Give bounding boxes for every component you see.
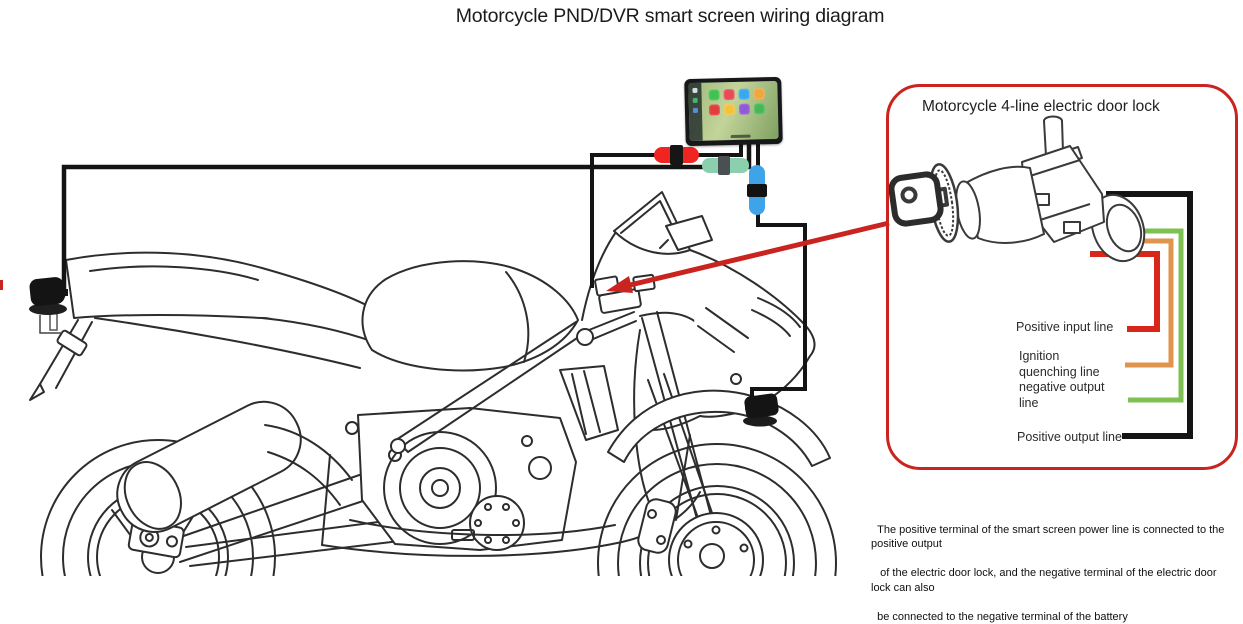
edge-mark: [0, 280, 3, 290]
front-camera: [743, 393, 779, 427]
tail-section: [29, 251, 413, 401]
smart-screen-display: [688, 80, 779, 142]
sidebar-icon: [692, 97, 698, 103]
connection-note: The positive terminal of the smart scree…: [871, 508, 1239, 624]
app-icon: [723, 88, 735, 101]
note-line: The positive terminal of the smart scree…: [871, 523, 1228, 551]
pointer-arrow: [606, 220, 890, 293]
app-icon-grid: [708, 88, 771, 116]
page-title: Motorcycle PND/DVR smart screen wiring d…: [455, 5, 885, 27]
app-icon: [753, 88, 765, 100]
note-line: be connected to the negative terminal of…: [877, 610, 1128, 623]
label-positive-output: Positive output line: [1017, 430, 1122, 444]
callout-title: Motorcycle 4-line electric door lock: [922, 98, 1160, 115]
sidebar-icon: [692, 87, 698, 93]
app-icon: [708, 104, 721, 116]
dvr-connector: [747, 165, 767, 215]
note-line: of the electric door lock, and the negat…: [871, 567, 1220, 594]
label-line: quenching line: [1019, 364, 1100, 379]
rear-camera-connector: [702, 156, 749, 175]
rear-camera-wire: [61, 143, 752, 295]
label-line: Ignition: [1019, 349, 1060, 363]
screen-sidebar: [688, 82, 703, 142]
diagram-canvas: [0, 115, 1193, 576]
motorcycle-illustration: [29, 191, 837, 576]
label-line: negative output: [1019, 380, 1105, 394]
smart-screen-device: [684, 76, 783, 147]
door-lock-callout: Motorcycle 4-line electric door lock: [886, 84, 1238, 470]
app-icon: [738, 88, 750, 100]
sidebar-icon: [692, 107, 699, 113]
app-icon: [708, 89, 720, 101]
windscreen: [613, 191, 713, 255]
front-wheel: [597, 443, 837, 576]
app-icon: [753, 103, 766, 115]
lock-wire-black: [1106, 191, 1193, 439]
app-icon: [738, 103, 751, 115]
wiring-diagram: Motorcycle PND/DVR smart screen wiring d…: [0, 5, 1238, 623]
label-ignition-quenching: Ignition quenching line negative output …: [1019, 349, 1139, 411]
fuel-tank: [361, 260, 579, 372]
exhaust-muffler: [116, 400, 302, 533]
ignition-lock-illustration: [888, 115, 1146, 263]
app-icon: [723, 103, 736, 116]
home-bar: [730, 134, 751, 139]
label-positive-input: Positive input line: [1016, 320, 1114, 334]
power-connector: [654, 145, 699, 165]
front-fender: [607, 389, 831, 467]
engine: [357, 407, 577, 551]
lock-wire-green: [1128, 228, 1184, 403]
label-line: line: [1019, 395, 1039, 410]
rear-camera: [29, 277, 68, 334]
